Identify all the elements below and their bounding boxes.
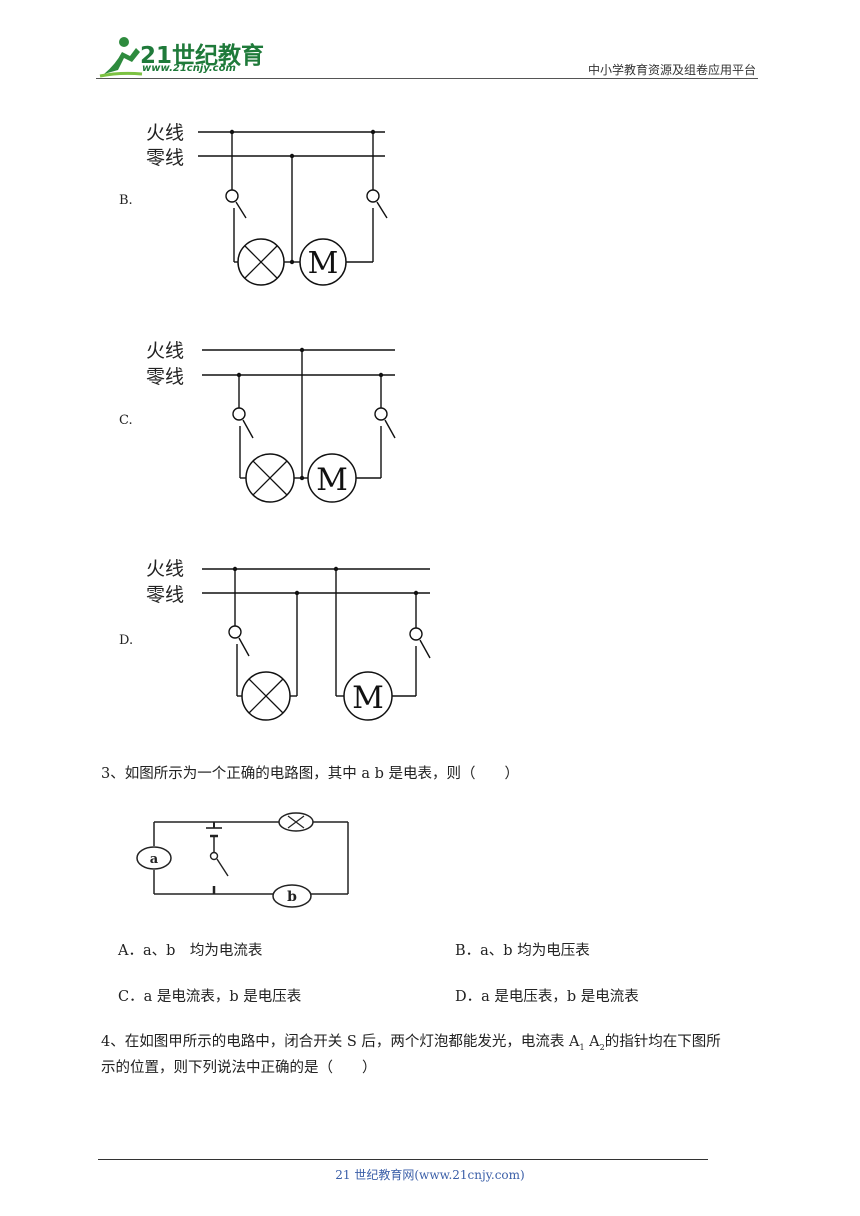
runner-logo-icon: [99, 37, 143, 78]
choice-a[interactable]: A．a、b 均为电流表: [118, 943, 263, 959]
option-c-letter: C.: [119, 413, 133, 428]
neutral-wire-label: 零线: [146, 147, 184, 169]
svg-text:b: b: [287, 889, 297, 905]
option-b-circuit: 火线 零线 M: [146, 122, 388, 286]
logo-url: www.21cnjy.com: [142, 63, 236, 74]
header-right-text: 中小学教育资源及组卷应用平台: [587, 63, 756, 77]
question-4-text: 4、在如图甲所示的电路中，闭合开关 S 后，两个灯泡都能发光，电流表 A1 A2…: [101, 1034, 721, 1052]
footer-link[interactable]: 21 世纪教育网(www.21cnjy.com): [335, 1168, 525, 1182]
meter-b-icon: [272, 884, 312, 908]
svg-text:零线: 零线: [146, 584, 184, 606]
choice-d[interactable]: D．a 是电压表，b 是电流表: [455, 989, 639, 1005]
option-c-circuit: 火线 零线 M: [146, 340, 396, 503]
svg-text:火线: 火线: [146, 340, 184, 362]
site-logo: [96, 34, 266, 82]
question-3-text: 3、如图所示为一个正确的电路图，其中 a b 是电表，则（ ）: [101, 766, 519, 782]
option-d-circuit: 火线 零线 M: [146, 558, 431, 721]
logo-text: 21世纪教育: [140, 43, 265, 69]
svg-text:M: M: [308, 246, 339, 281]
question-3-circuit: a b: [136, 812, 349, 908]
switch-icon: [209, 851, 219, 861]
svg-text:M: M: [352, 680, 384, 716]
svg-text:M: M: [316, 462, 348, 498]
svg-text:火线: 火线: [146, 558, 184, 580]
live-wire-label: 火线: [146, 122, 184, 144]
choice-c[interactable]: C．a 是电流表，b 是电压表: [118, 989, 302, 1005]
header-rule: [96, 78, 758, 79]
option-b-letter: B.: [119, 193, 133, 208]
meter-a-icon: [136, 846, 172, 870]
option-d-letter: D.: [119, 633, 134, 648]
question-4-text-line2: 示的位置，则下列说法中正确的是（ ）: [101, 1060, 377, 1076]
footer-rule: [98, 1159, 708, 1160]
svg-text:a: a: [150, 852, 159, 867]
choice-b[interactable]: B．a、b 均为电压表: [455, 943, 590, 959]
svg-text:零线: 零线: [146, 366, 184, 388]
